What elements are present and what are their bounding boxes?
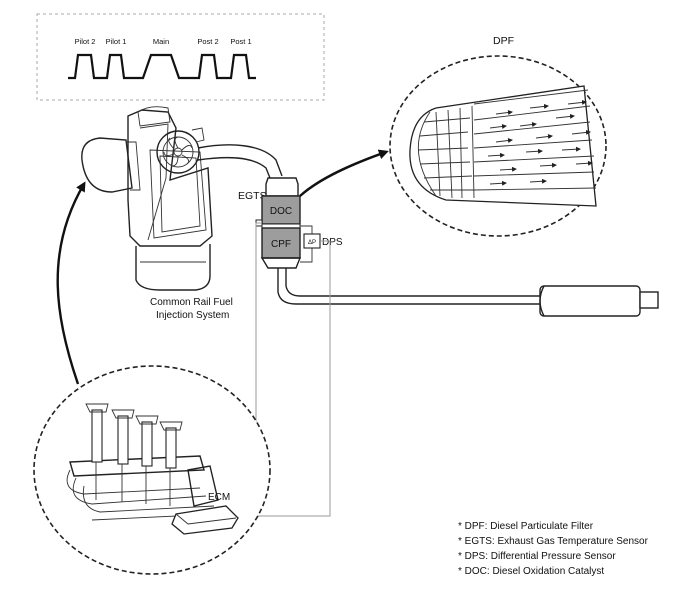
- muffler: [539, 285, 659, 317]
- injector-ecm-detail: ECM: [33, 365, 271, 575]
- exhaust-pipe-upper: [197, 144, 283, 177]
- engine-illustration: [81, 106, 213, 291]
- dpf-detail: DPF: [389, 35, 607, 237]
- injectors: [85, 403, 183, 506]
- injector-magnifier-circle: [33, 365, 271, 575]
- pulse-label-pilot1: Pilot 1: [106, 37, 127, 46]
- egts-wire: [255, 222, 262, 505]
- engine-caption-line1: Common Rail Fuel: [150, 297, 233, 308]
- engine-caption-line2: Injection System: [156, 310, 229, 321]
- pulse-label-pilot2: Pilot 2: [75, 37, 96, 46]
- abbreviation-legend: * DPF: Diesel Particulate Filter * EGTS:…: [458, 521, 649, 577]
- injection-pulse-panel: Pilot 2 Pilot 1 Main Post 2 Post 1: [36, 13, 325, 101]
- dpf-channel-grid: [417, 89, 597, 199]
- pulse-panel-border: [36, 13, 325, 101]
- dps-wire: [245, 240, 331, 520]
- dps-sensor: ΔP DPS: [300, 225, 343, 263]
- pulse-label-post1: Post 1: [230, 37, 251, 46]
- common-rail: [69, 455, 205, 477]
- dps-label: DPS: [322, 237, 343, 248]
- turbocharger-icon: [156, 130, 200, 174]
- dpf-flow-arrows: [487, 99, 593, 186]
- delta-p-label: ΔP: [308, 240, 316, 246]
- exhaust-pipe-upper-inner: [197, 156, 271, 179]
- arrow-to-engine: [56, 181, 86, 385]
- arrow-to-dpf: [299, 149, 389, 197]
- ecm-label: ECM: [208, 492, 230, 503]
- dpf-title: DPF: [493, 35, 514, 47]
- doc-cpf-canister: DOC CPF: [255, 177, 302, 269]
- legend-item: * DOC: Diesel Oxidation Catalyst: [458, 566, 604, 577]
- legend-item: * DPF: Diesel Particulate Filter: [458, 521, 594, 532]
- legend-item: * EGTS: Exhaust Gas Temperature Sensor: [458, 536, 649, 547]
- pulse-label-post2: Post 2: [197, 37, 218, 46]
- doc-label: DOC: [270, 206, 292, 217]
- cpf-label: CPF: [271, 239, 291, 250]
- legend-item: * DPS: Differential Pressure Sensor: [458, 551, 616, 562]
- ecm-unit: [171, 505, 239, 535]
- egts-label: EGTS: [238, 190, 267, 202]
- tailpipe-lower: [285, 268, 540, 297]
- tailpipe-upper: [277, 268, 540, 305]
- doc-section: [261, 195, 301, 225]
- injection-pulse-waveform: [68, 53, 256, 80]
- pulse-label-main: Main: [153, 37, 169, 46]
